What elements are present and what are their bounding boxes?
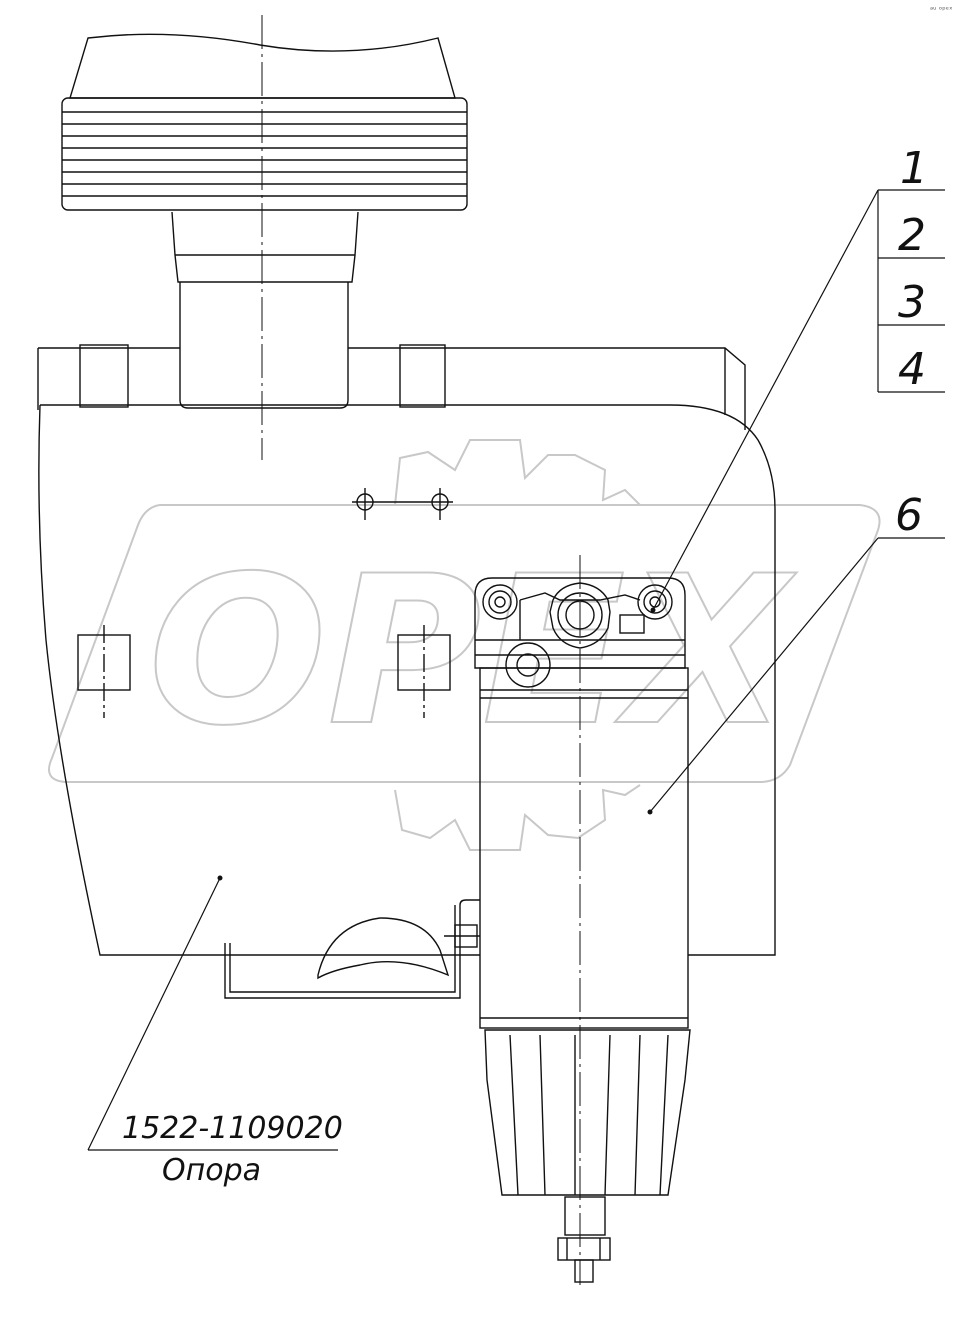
leader-1 [652,189,879,611]
callout-3: 3 [898,277,926,328]
callout-6: 6 [895,490,923,541]
sediment-bowl [484,1029,691,1196]
intake-cap-ribs [61,97,468,211]
watermark-gear [394,439,641,851]
center-lines [261,15,581,1285]
head-bolt-left [482,584,518,620]
intake-neck [171,211,359,283]
leader-part [87,877,221,1151]
watermark-plate [48,504,881,783]
filter-body [479,667,689,1029]
head-bolt-right [637,584,673,620]
callout-2: 2 [898,210,926,261]
support-cutout [317,917,450,980]
support-top [37,347,746,430]
intake-cap-top [69,33,456,99]
part-name: Опора [162,1153,261,1188]
filter-head [474,577,686,669]
ring-eye [505,642,551,688]
drain-valve-body [564,1196,606,1236]
drain-valve-nut [557,1237,611,1261]
leader-6 [649,537,879,813]
watermark: OPEX [48,439,881,851]
drain-valve-tip [574,1259,594,1283]
watermark-text: OPEX [148,533,797,771]
bracket-strap [224,899,480,999]
small-fitting [619,614,645,634]
support-body [38,404,776,956]
support-clamp-right [399,344,446,408]
part-number: 1522-1109020 [122,1111,343,1146]
corner-mark: ᵃᵘ ᵒᵖᵉˣ [930,5,953,14]
callout-table [877,189,945,393]
assembly-lines [37,33,776,1283]
leader-lines [87,189,945,1151]
callout-4: 4 [898,344,926,395]
callout-1: 1 [900,143,928,194]
support-clamp-left [79,344,129,408]
leader-dots [217,607,656,881]
